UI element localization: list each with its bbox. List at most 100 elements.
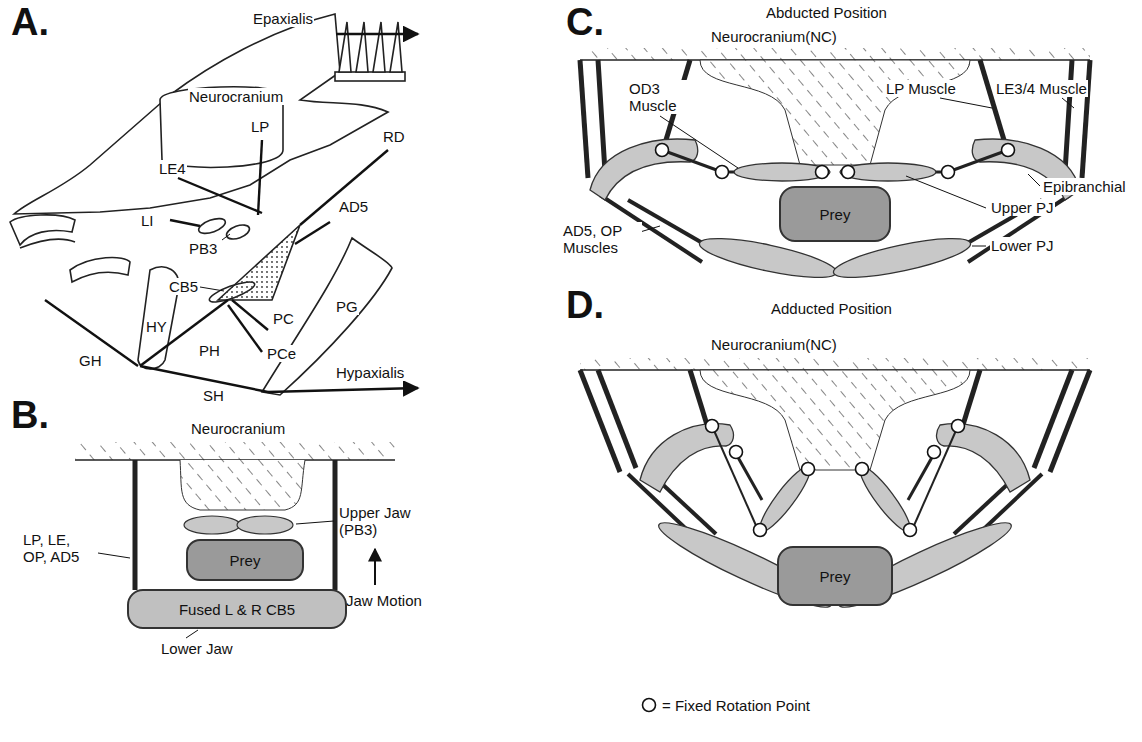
- leader-line: [906, 176, 986, 208]
- part-label: LI: [140, 212, 155, 229]
- part-label: Neurocranium: [190, 420, 286, 437]
- part-label: AD5, OP Muscles: [562, 222, 642, 256]
- prey-box: Prey: [186, 539, 304, 581]
- part-label: CB5: [168, 278, 199, 295]
- epi-link: [712, 426, 758, 530]
- leader-line: [200, 287, 224, 291]
- neural-spine: [390, 22, 402, 72]
- le-muscle: [598, 370, 636, 468]
- leader-line: [186, 630, 198, 638]
- part-label: OD3 Muscle: [628, 80, 692, 114]
- panel-letter: B.: [10, 395, 50, 435]
- leader-line: [1062, 98, 1074, 108]
- legend-swatch: [640, 696, 658, 714]
- muscle-line: [170, 220, 200, 226]
- jaw-box: Fused L & R CB5: [127, 589, 347, 629]
- muscle-line: [300, 150, 388, 225]
- adducted-half: [580, 370, 762, 542]
- part-label: LE4: [158, 160, 187, 177]
- neurocranium-cd: [580, 48, 1090, 470]
- part-label: Jaw Motion: [345, 592, 423, 609]
- le-muscle: [598, 60, 605, 172]
- neurocranium-process-hatch: [180, 460, 305, 510]
- rotation-point: [706, 420, 815, 537]
- panel-letter: D.: [565, 285, 605, 325]
- upper-jaw-bone: [237, 516, 293, 534]
- epi-link: [662, 150, 722, 172]
- leader-line: [98, 553, 130, 558]
- rotation-point: [656, 144, 669, 157]
- part-label: GH: [78, 352, 103, 369]
- leader-line: [1028, 174, 1040, 186]
- muscle-line: [45, 34, 418, 392]
- prey-box: Prey: [779, 186, 891, 242]
- part-label: LP, LE, OP, AD5: [22, 531, 98, 565]
- rotation-point: [802, 463, 815, 476]
- neurocranium-hatch: [580, 358, 1090, 370]
- part-label: LE3/4 Muscle: [995, 80, 1088, 97]
- part-label: Epibranchial: [1042, 178, 1127, 195]
- part-label: SH: [202, 387, 225, 404]
- part-label: Neurocranium: [188, 88, 284, 105]
- part-label: Lower Jaw: [160, 640, 234, 657]
- leader-line: [940, 98, 992, 108]
- neural-spine: [373, 22, 385, 72]
- neurocranium-hatch: [580, 48, 1090, 60]
- od3-muscle: [735, 452, 762, 500]
- upper-pj: [754, 462, 817, 537]
- part-label: Abducted Position: [765, 4, 888, 21]
- muscle-line: [258, 140, 262, 215]
- dentary: [70, 257, 130, 282]
- part-label: Neurocranium(NC): [710, 28, 838, 45]
- legend-entry: = Fixed Rotation Point: [640, 696, 810, 714]
- muscle-band: [133, 460, 138, 590]
- upper-jaw-curve: [20, 239, 75, 248]
- muscle-line: [178, 178, 262, 213]
- muscle-line: [336, 33, 418, 35]
- panel-letter: A.: [10, 2, 50, 42]
- part-label: Upper PJ: [990, 199, 1055, 216]
- rotation-point: [716, 166, 729, 179]
- part-label: Upper Jaw (PB3): [338, 504, 432, 538]
- leader-line: [640, 98, 1074, 246]
- rotation-point: [706, 420, 719, 433]
- leader-line: [222, 234, 230, 240]
- neurocranium-outline: [14, 14, 388, 214]
- fish-skull: [10, 14, 405, 395]
- epibranchial: [590, 139, 698, 200]
- lp-muscle: [690, 370, 708, 428]
- motion-arrow: [374, 549, 376, 585]
- leader-line: [640, 226, 660, 232]
- leader-line: [972, 246, 986, 247]
- neurocranium-hatch: [75, 442, 395, 460]
- neurocranium-process: [180, 460, 305, 510]
- part-label: Epaxialis: [252, 10, 314, 27]
- muscle-band: [333, 460, 338, 590]
- neurocranium-process: [700, 60, 970, 165]
- part-label: PCe: [266, 345, 297, 362]
- part-label: Lower PJ: [990, 237, 1055, 254]
- part-label: AD5: [338, 198, 369, 215]
- part-label: PH: [198, 342, 221, 359]
- muscle-line: [140, 300, 228, 366]
- neural-spine: [356, 22, 368, 72]
- upper-jaw-bone: [184, 516, 240, 534]
- le-muscle: [580, 60, 588, 178]
- pharyngobranchial: [197, 216, 227, 237]
- upper-pj: [734, 163, 830, 181]
- prey-box: Prey: [777, 546, 893, 606]
- pharyngobranchial: [225, 222, 252, 241]
- part-label: Hypaxialis: [335, 364, 405, 381]
- muscle-line: [295, 222, 330, 244]
- node-text: Prey: [820, 206, 851, 223]
- rotation-point-symbol: [643, 699, 656, 712]
- part-label: PG: [335, 298, 359, 315]
- part-label: Adducted Position: [770, 300, 893, 317]
- node-text: Fused L & R CB5: [179, 601, 295, 618]
- le-muscle: [580, 370, 620, 472]
- muscle-line: [232, 300, 268, 330]
- muscle-line: [268, 388, 418, 392]
- legend-text: = Fixed Rotation Point: [662, 697, 810, 714]
- part-label: LP Muscle: [885, 80, 957, 97]
